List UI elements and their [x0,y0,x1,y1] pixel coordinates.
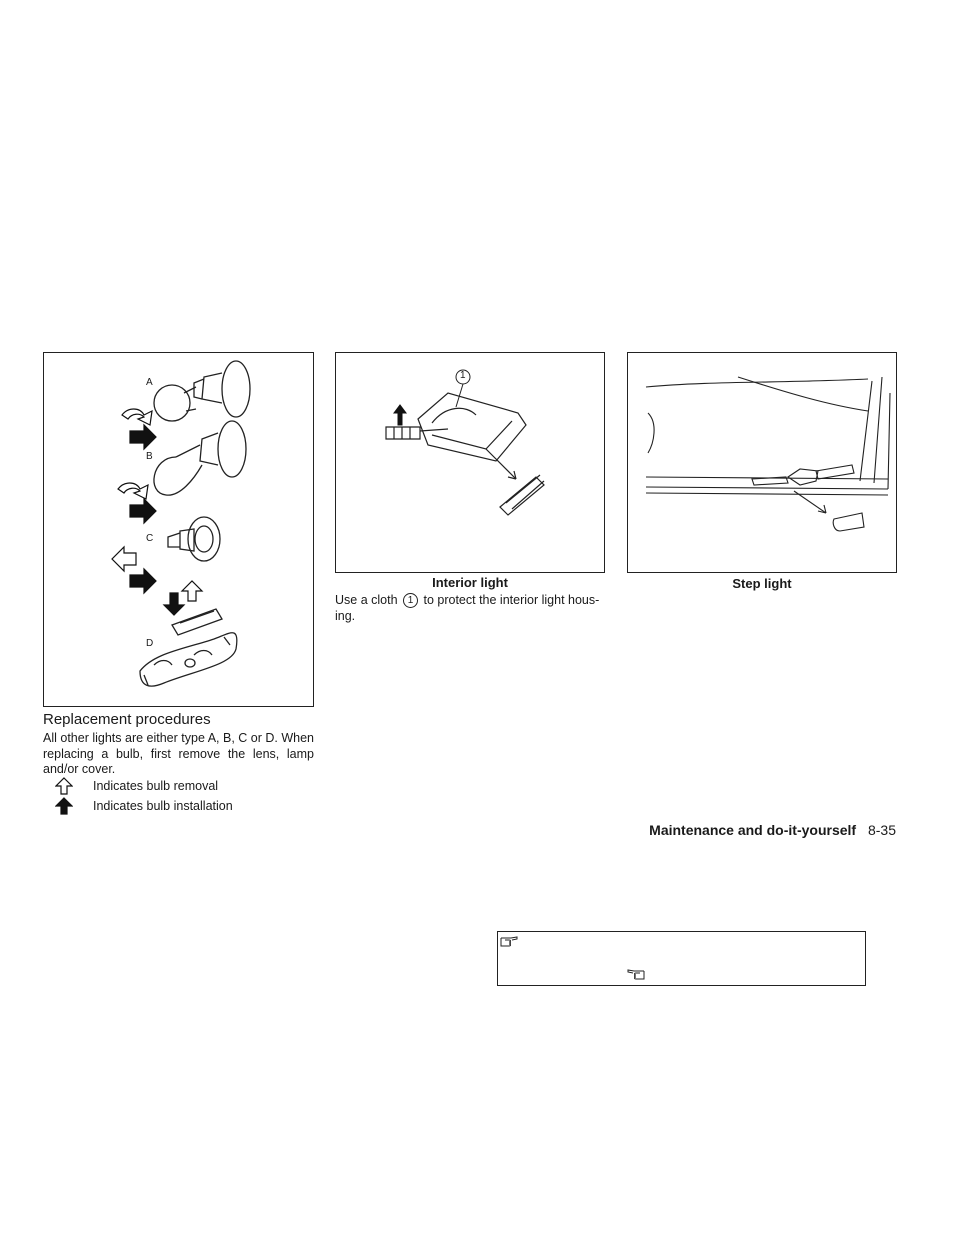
bulb-type-a-label: A [146,377,153,388]
replacement-line-1: All other lights are either type A, B, C… [43,731,314,745]
filled-up-arrow-icon [55,797,73,815]
bulb-type-c-label: C [146,533,154,544]
interior-text-before: Use a cloth [335,593,398,607]
footer-section-title: Maintenance and do-it-yourself [649,822,857,838]
pointing-hand-icon [500,936,518,947]
reference-box [497,931,866,986]
replacement-text: All other lights are either type A, B, C… [43,731,314,778]
interior-text-after: to protect the interior light hous- [423,593,600,607]
legend-row-installation: Indicates bulb installation [55,797,233,815]
pointing-hand-back-icon [627,969,645,980]
interior-light-text: Use a cloth 1 to protect the interior li… [335,593,607,624]
interior-light-caption: Interior light [432,575,508,590]
interior-light-figure: 1 [335,352,605,573]
legend-row-removal: Indicates bulb removal [55,777,218,795]
interior-text-line2: ing. [335,608,356,623]
callout-1-icon: 1 [403,593,419,609]
step-light-caption: Step light [732,576,792,591]
step-light-illustration [645,376,891,532]
bulb-types-illustration [111,360,251,687]
bulb-type-d-label: D [146,638,154,649]
bulb-type-b-label: B [146,451,153,462]
page-footer: Maintenance and do-it-yourself 8-35 [560,822,896,838]
replacement-line-3: and/or cover. [43,762,116,776]
outline-up-arrow-icon [55,777,73,795]
footer-page-number: 8-35 [867,822,896,838]
replacement-heading: Replacement procedures [43,711,211,728]
replacement-line-2: replacing a bulb, first remove the lens,… [43,746,314,761]
step-light-figure [627,352,897,573]
bulb-types-figure: A B C D [43,352,314,707]
interior-callout-number: 1 [460,370,466,381]
removal-legend-text: Indicates bulb removal [93,779,219,793]
installation-legend-text: Indicates bulb installation [93,799,233,813]
interior-light-illustration [385,369,545,516]
